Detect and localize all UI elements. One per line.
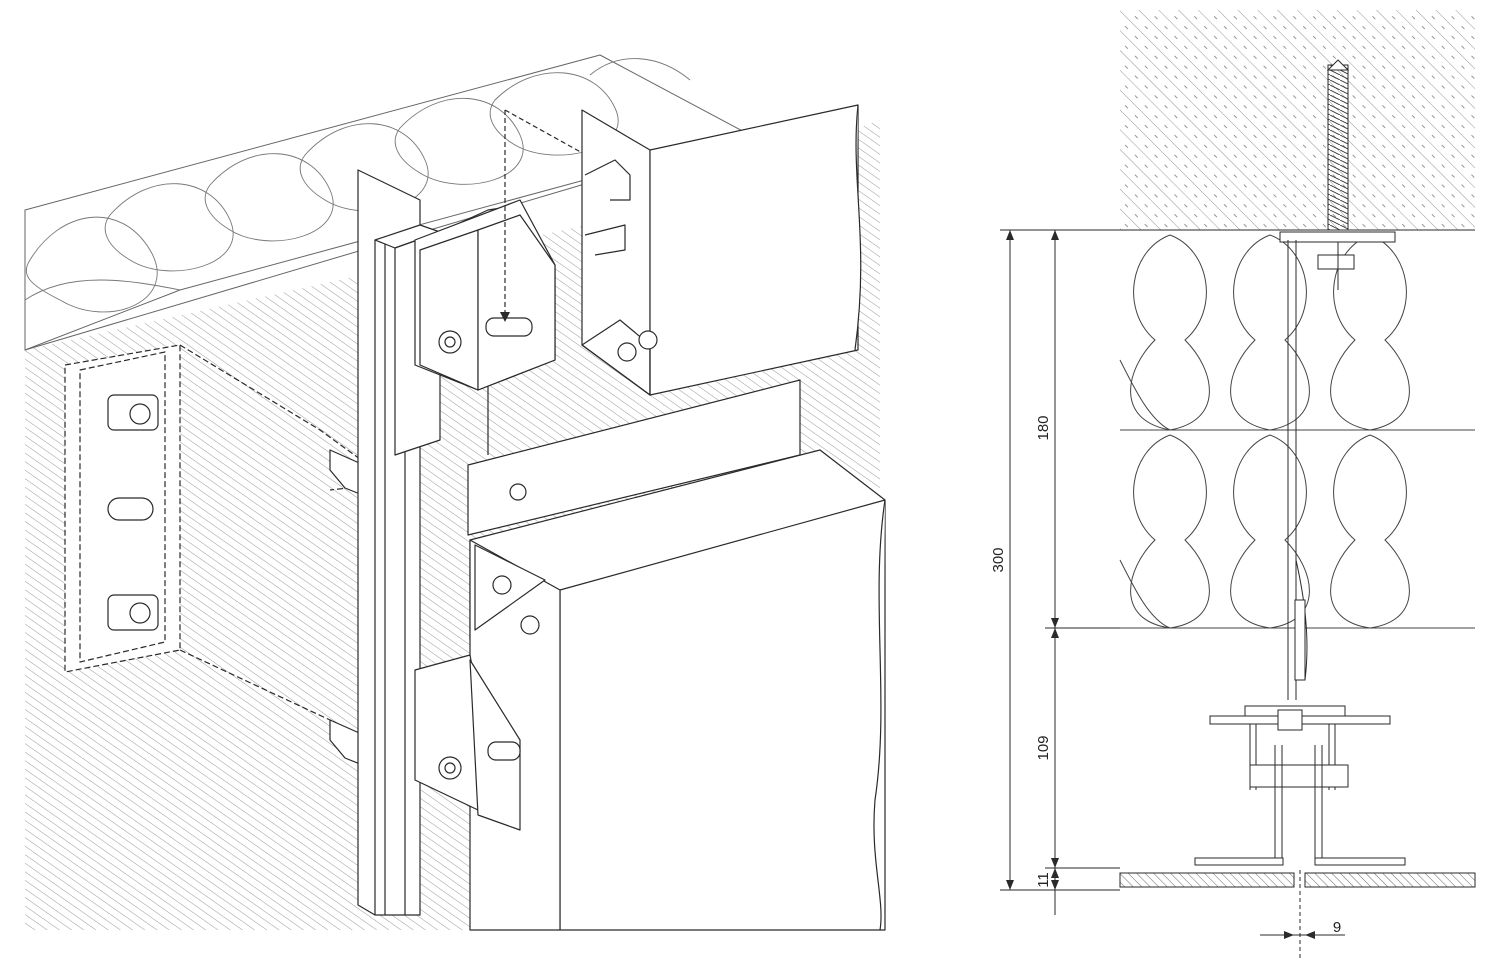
wall-section [1120,10,1475,231]
upper-clip [414,109,596,391]
section-view: 300 180 109 11 9 [990,10,1476,960]
rivet-icon [617,342,637,362]
lower-panel [469,449,886,931]
anchor-screw [1279,59,1396,290]
dimension-insulation-label: 180 [1035,415,1052,440]
rivet-icon [492,575,512,595]
dimension-total-label: 300 [990,547,1007,572]
dimension-cavity-label: 109 [1035,735,1052,760]
rivet-icon [509,483,527,501]
facade-panels-section [1119,870,1476,960]
upper-corner-panel [581,104,862,396]
anchor-bolt-icon [129,602,151,624]
isometric-view [24,54,886,931]
rivet-icon [638,330,658,350]
dimension-joint-label: 9 [1333,919,1341,936]
section-profile [1194,705,1406,866]
lower-clip [414,654,521,831]
rivet-icon [520,615,540,635]
wall-bracket [64,344,376,746]
dimension-panel-label: 11 [1035,872,1052,888]
anchor-bolt-icon [129,403,151,425]
dimension-lines [1000,229,1345,939]
section-bracket [1287,240,1308,700]
insulation-section [1119,234,1475,629]
